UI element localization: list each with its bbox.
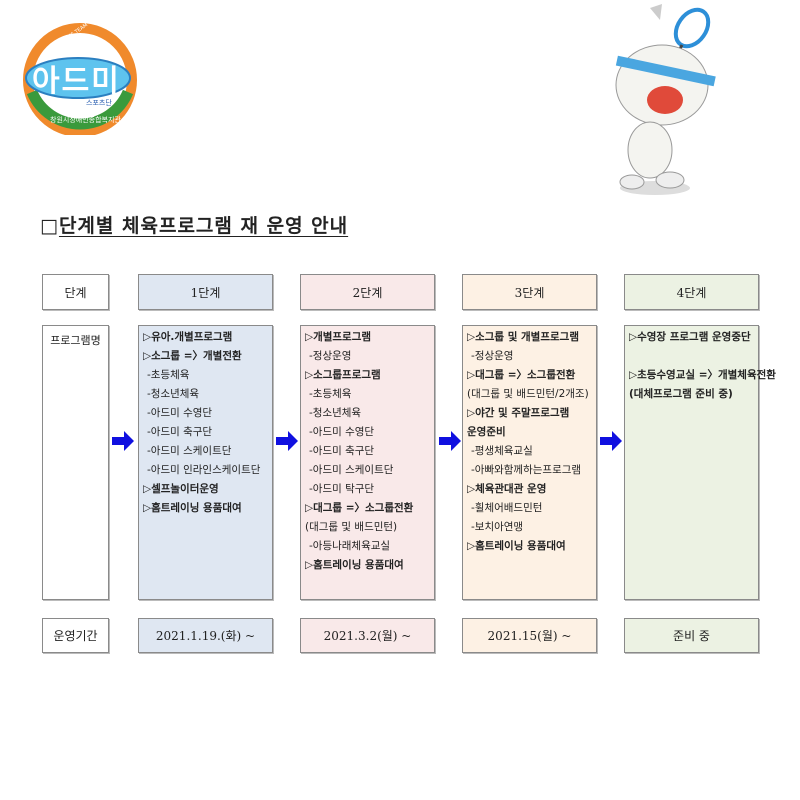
program-item: -아드미 탁구단 [309,483,375,495]
program-item: ▷셀프놀이터운영 [143,483,219,495]
arrow-right-icon [276,431,298,451]
program-item: (대체프로그램 준비 중) [629,388,733,400]
program-item: -아드미 스케이트단 [147,445,232,457]
program-item: ▷소그룹 =〉개별전환 [143,350,242,362]
program-item: -아드미 수영단 [309,426,375,438]
logo-sub: 스포츠단 [86,99,112,107]
arrow-right-icon [600,431,622,451]
program-item: (대그룹 및 배드민턴/2개조) [467,388,589,400]
title-checkbox: □ [40,215,59,237]
program-item: -아빠와함께하는프로그램 [471,464,582,476]
program-item: -청소년체육 [309,407,362,419]
program-item: -정상운영 [471,350,514,362]
stage-programs-3: ▷소그룹 및 개별프로그램 -정상운영 ▷대그룹 =〉소그룹전환 (대그룹 및 배드민… [462,325,597,600]
program-item: 운영준비 [467,426,506,438]
program-item: -아드미 축구단 [309,445,375,457]
program-item: -초등체육 [309,388,352,400]
arrow-right-icon [439,431,461,451]
program-item: -아드미 축구단 [147,426,213,438]
program-item: -휠체어배드민턴 [471,502,543,514]
stage-header-4: 4단계 [624,274,759,310]
program-item: ▷유아.개별프로그램 [143,331,233,343]
logo-org: 창원시장애인종합복지관 [50,116,121,124]
program-item: -청소년체육 [147,388,200,400]
stage-header-1: 1단계 [138,274,273,310]
logo-name: 아드미 [32,64,121,99]
program-item: (대그룹 및 배드민턴) [305,521,398,533]
program-item: ▷홈트레이닝 용품대여 [143,502,242,514]
mascot-illustration [610,0,760,200]
program-item: ▷초등수영교실 =〉개별체육전환 [629,369,776,381]
label-program: 프로그램명 [42,325,109,600]
stage-header-3: 3단계 [462,274,597,310]
program-item: -아드미 인라인스케이트단 [147,464,261,476]
program-item: -아드미 수영단 [147,407,213,419]
stage-period-3: 2021.15(월) ~ [462,618,597,653]
stage-header-2: 2단계 [300,274,435,310]
label-stage: 단계 [42,274,109,310]
program-item: ▷홈트레이닝 용품대여 [305,559,404,571]
stage-programs-4: ▷수영장 프로그램 운영중단 ▷초등수영교실 =〉개별체육전환 (대체프로그램 준비… [624,325,776,600]
label-period: 운영기간 [42,618,109,653]
arrow-right-icon [112,431,134,451]
program-item: ▷체육관대관 운영 [467,483,547,495]
stage-programs-2: ▷개별프로그램 -정상운영 ▷소그룹프로그램 -초등체육 -청소년체육 -아드미 수영단 -… [300,325,435,600]
program-item: ▷대그룹 =〉소그룹전환 [467,369,576,381]
stage-period-1: 2021.1.19.(화) ~ [138,618,273,653]
program-item: ▷야간 및 주말프로그램 [467,407,570,419]
stage-programs-1: ▷유아.개별프로그램 ▷소그룹 =〉개별전환 -초등체육 -청소년체육 -아드미 수영단… [138,325,273,600]
stage-period-2: 2021.3.2(월) ~ [300,618,435,653]
program-item [629,347,754,366]
program-item: -아드미 스케이트단 [309,464,394,476]
program-item: ▷소그룹 및 개별프로그램 [467,331,579,343]
page-title: □단계별 체육프로그램 재 운영 안내 [40,215,349,237]
program-item: -정상운영 [309,350,352,362]
program-item: ▷대그룹 =〉소그룹전환 [305,502,414,514]
stage-period-4: 준비 중 [624,618,759,653]
program-item: ▷수영장 프로그램 운영중단 [629,331,751,343]
program-item: -초등체육 [147,369,190,381]
program-item: -아등나래체육교실 [309,540,391,552]
program-item: -보치아연맹 [471,521,524,533]
logo: 아드미 스포츠단 ADMI SPORTS TEAM 창원시장애인종합복지관 [20,20,140,137]
program-item: -평생체육교실 [471,445,533,457]
program-item: ▷홈트레이닝 용품대여 [467,540,566,552]
program-item: ▷소그룹프로그램 [305,369,381,381]
program-item: ▷개별프로그램 [305,331,372,343]
